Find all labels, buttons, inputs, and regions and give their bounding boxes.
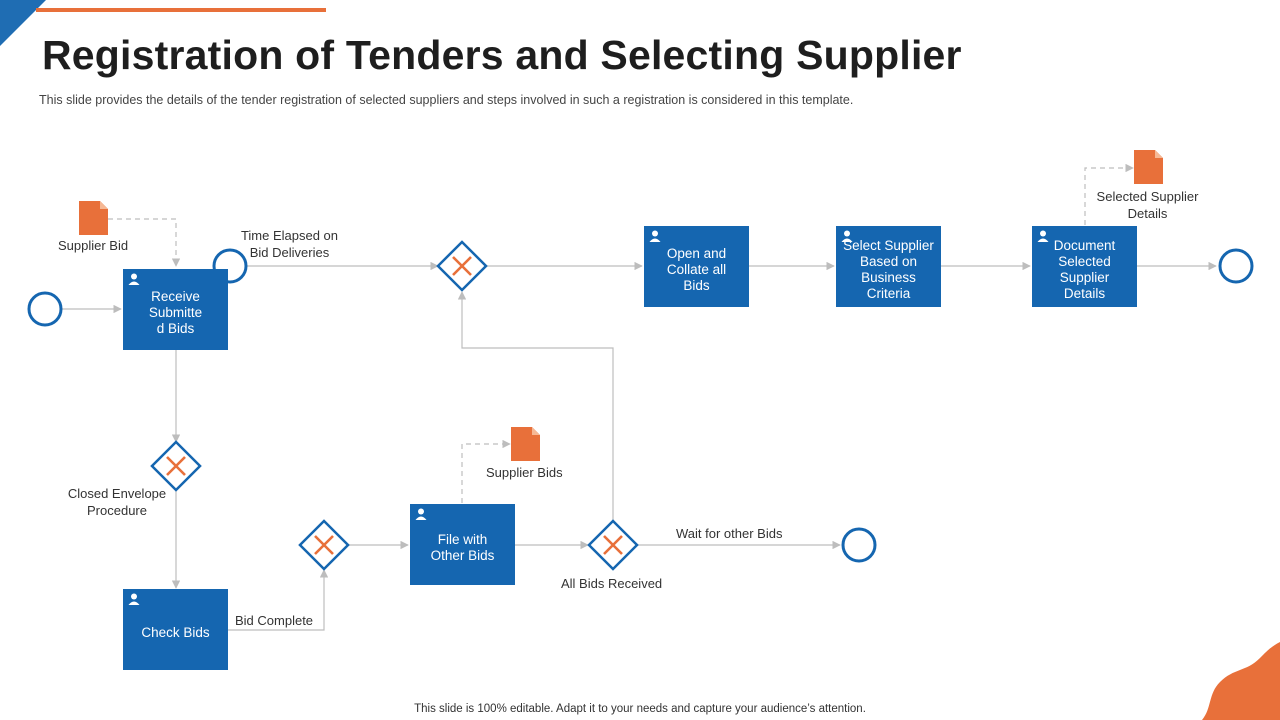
page-subtitle: This slide provides the details of the t… — [39, 93, 854, 107]
task-label: File with Other Bids — [430, 531, 495, 563]
label-time-elapsed: Time Elapsed on Bid Deliveries — [240, 228, 339, 260]
corner-decoration-top-left — [0, 0, 46, 46]
person-icon — [649, 230, 661, 242]
task-label: Check Bids — [141, 624, 210, 640]
association-supplier-bids — [461, 439, 511, 503]
document-icon-selected-supplier — [1134, 150, 1163, 184]
x-gateway-icon-1 — [436, 240, 488, 292]
person-icon — [415, 508, 427, 520]
task-file-with-other-bids: File with Other Bids — [410, 504, 515, 585]
task-open-and-collate: Open and Collate all Bids — [644, 226, 749, 307]
label-closed-envelope: Closed Envelope Procedure — [67, 486, 167, 518]
connector-check-to-gateway3 — [228, 569, 329, 631]
person-icon — [128, 593, 140, 605]
label-bid-complete: Bid Complete — [235, 613, 314, 628]
association-selected-supplier — [1084, 163, 1134, 225]
person-icon — [1037, 230, 1049, 242]
end-event-icon-bottom — [841, 527, 877, 563]
task-select-supplier: Select Supplier Based on Business Criter… — [836, 226, 941, 307]
label-selected-supplier-details: Selected Supplier Details — [1096, 189, 1199, 221]
label-all-bids-received: All Bids Received — [561, 576, 663, 591]
task-label: Select Supplier Based on Business Criter… — [843, 237, 934, 301]
task-label: Receive Submitte d Bids — [148, 288, 203, 336]
end-event-icon-top — [1218, 248, 1254, 284]
person-icon — [841, 230, 853, 242]
task-label: Open and Collate all Bids — [666, 245, 727, 293]
x-gateway-icon-2 — [150, 440, 202, 492]
label-wait-for-other-bids: Wait for other Bids — [676, 526, 783, 541]
document-icon-supplier-bid — [79, 201, 108, 235]
person-icon — [128, 273, 140, 285]
task-document-selected-supplier: Document Selected Supplier Details — [1032, 226, 1137, 307]
task-check-bids: Check Bids — [123, 589, 228, 670]
association-supplier-bid — [108, 218, 181, 267]
footer-note: This slide is 100% editable. Adapt it to… — [414, 703, 866, 715]
label-supplier-bid: Supplier Bid — [58, 238, 129, 253]
task-label: Document Selected Supplier Details — [1053, 237, 1116, 301]
page-title: Registration of Tenders and Selecting Su… — [42, 32, 962, 78]
corner-decoration-bottom-right — [1202, 642, 1280, 720]
document-icon-supplier-bids — [511, 427, 540, 461]
label-supplier-bids: Supplier Bids — [486, 465, 563, 480]
accent-bar — [36, 8, 326, 12]
connector-gateway4-to-gateway1 — [457, 291, 614, 521]
x-gateway-icon-3 — [298, 519, 350, 571]
x-gateway-icon-4 — [587, 519, 639, 571]
task-receive-submitted-bids: Receive Submitte d Bids — [123, 269, 228, 350]
start-event-icon — [27, 291, 63, 327]
